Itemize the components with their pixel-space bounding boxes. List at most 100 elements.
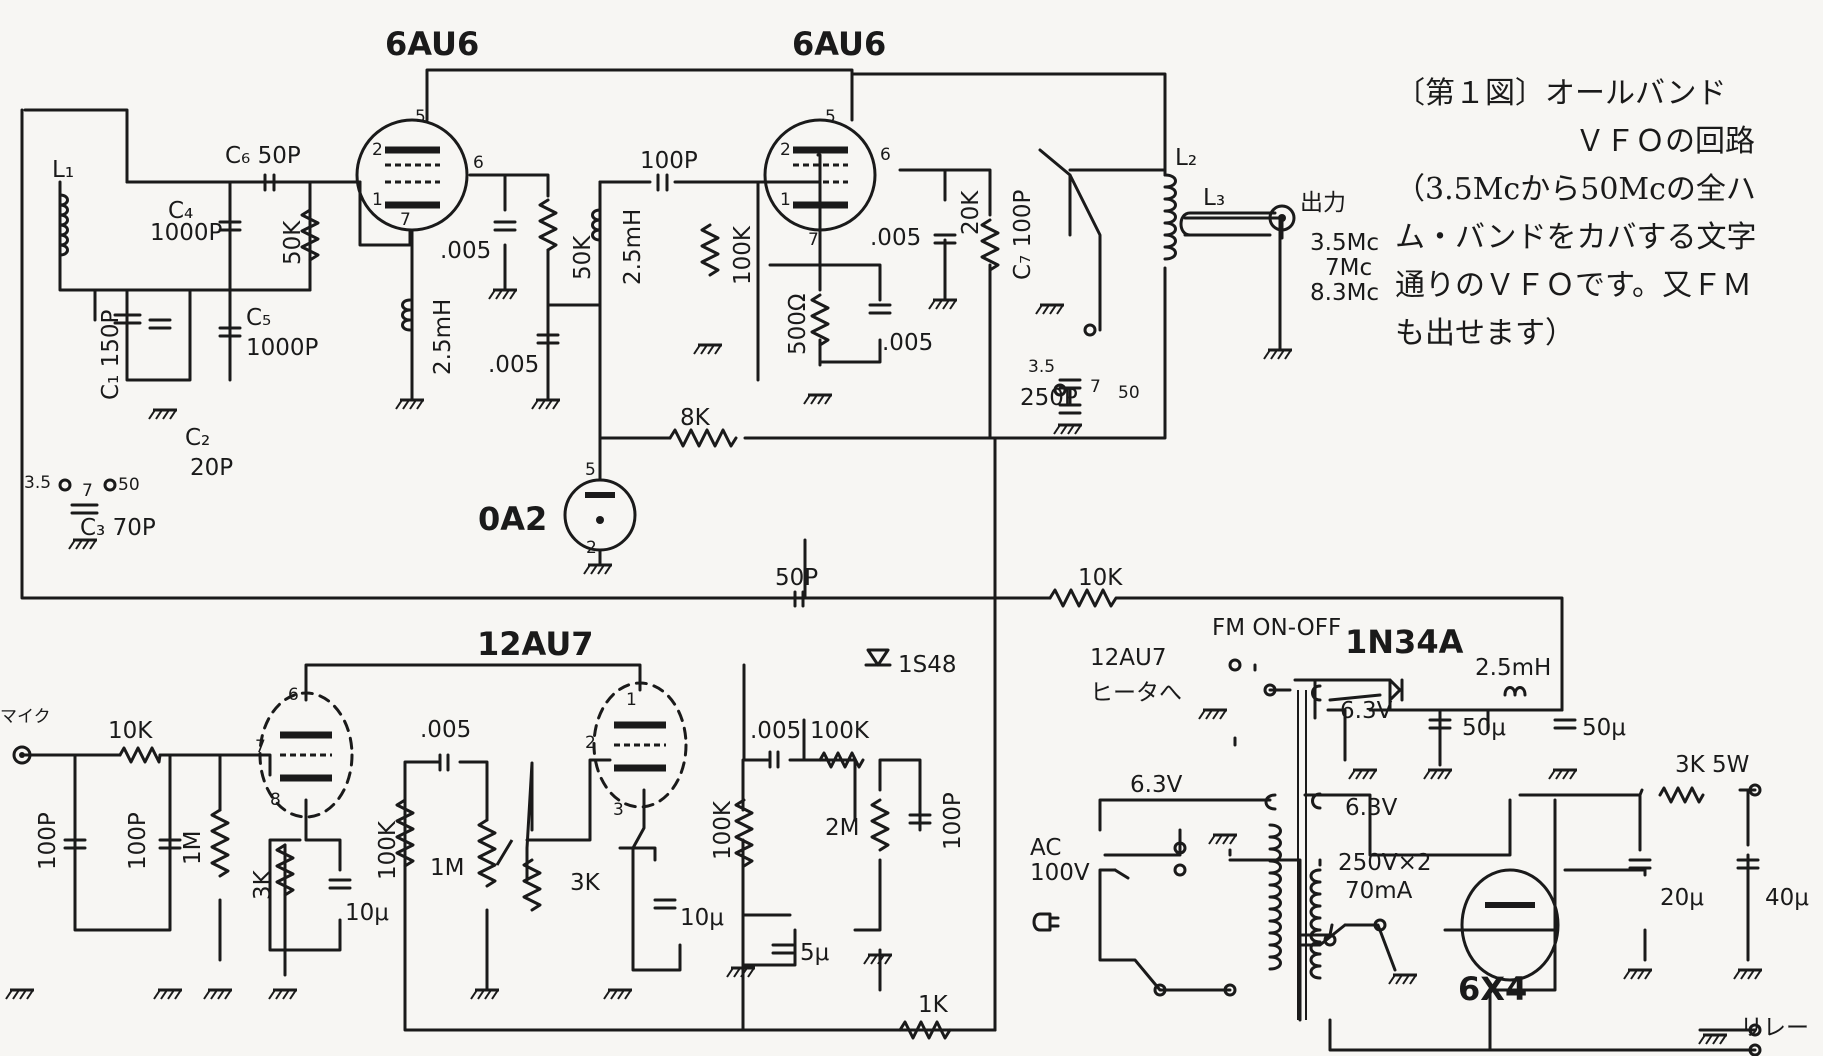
label-rfc2: 2.5mH [620,209,646,285]
label-r50k-a: 50K [280,220,306,265]
pin-label: 6 [473,153,484,173]
transformer [1264,684,1322,1020]
label-heat1: 12AU7 [1090,645,1166,671]
label-c100p: 100P [640,148,698,174]
rfc-chokes [401,208,1527,697]
label-rfc3: 2.5mH [1475,655,1551,681]
label-c5u: 5μ [800,940,830,966]
tube-v5 [1460,868,1560,982]
coil-l2-l3 [1163,173,1296,261]
label-c50u-a: 50μ [1462,715,1506,741]
label-c7: C₇ 100P [1010,190,1036,280]
label-c40u: 40μ [1765,885,1809,911]
caption-title: 〔第１図〕オールバンド [1395,76,1727,111]
label-c10u-b: 10μ [680,905,724,931]
label-c005-b: .005 [488,352,539,378]
label-sw2-50: 50 [1118,383,1140,403]
tube-v2 [763,118,877,232]
label-c6: C₆ 50P [225,143,301,169]
label-r2m: 2M [825,815,859,841]
label-r3k-a: 3K [250,869,276,900]
label-v63c: 6.3V [1345,795,1398,821]
label-r20k: 20K [958,190,984,235]
label-pot1m: 1M [430,855,464,881]
pin-label: 1 [626,690,637,710]
label-d1n34: 1N34A [1345,623,1464,661]
tube-label-v5: 6X4 [1458,970,1527,1008]
pin-label: 1 [372,190,383,210]
label-c3: C₃ 70P [80,515,156,541]
pin-label: 7 [400,210,411,230]
pin-label: 1 [780,190,791,210]
label-c10u-a: 10μ [345,900,389,926]
label-c1: C₁ 150P [98,310,124,400]
tube-label-v1: 6AU6 [385,25,479,63]
caption-line4: も出せます） [1395,316,1575,351]
label-r100k-b: 100K [375,820,401,880]
coil-l1 [58,193,69,257]
label-r50k-b: 50K [570,235,596,280]
label-c5b: 1000P [246,335,319,361]
resistors [118,198,1705,1040]
terminals [12,323,1762,1056]
label-hv1: 250V×2 [1338,850,1432,876]
label-c100p-a: 100P [35,812,61,870]
tube-labels: 6AU6 6AU6 0A2 12AU7 6X4 [385,25,1527,1008]
label-r100k-c: 100K [810,718,870,744]
label-sw2-35: 3.5 [1028,357,1055,377]
tube-label-v2: 6AU6 [792,25,886,63]
label-hv2: 70mA [1345,878,1413,904]
label-l3: L₃ [1203,185,1225,211]
pin-label: 5 [415,107,426,127]
label-f2: 7Mc [1325,255,1372,281]
tube-label-v4: 12AU7 [477,625,594,663]
label-c250: 250P [1020,385,1078,411]
pin-label: 2 [586,538,597,558]
label-relay: リレー [1740,1015,1809,1041]
label-r10k-a: 10K [1078,565,1123,591]
figure-caption: 〔第１図〕オールバンド ＶＦＯの回路 （3.5Mcから50Mcの全ハ ム・バンド… [1395,70,1815,358]
pin-label: 3 [613,800,624,820]
pin-numbers: 5 2 1 7 6 5 2 1 7 6 5 2 6 7 8 1 2 3 [255,107,891,820]
tube-label-v3: 0A2 [478,500,547,538]
label-c50p: 50P [775,565,818,591]
label-c005-d: .005 [870,225,921,251]
label-sw1-50: 50 [118,475,140,495]
pin-label: 2 [780,140,791,160]
label-r3k5w: 3K 5W [1675,752,1749,778]
label-ac2: 100V [1030,860,1090,886]
tube-v4b [592,681,688,809]
label-c100p-b: 100P [125,812,151,870]
label-fm: FM ON-OFF [1212,615,1341,641]
label-r1k: 1K [918,992,949,1018]
label-heat2: ヒータへ [1090,680,1182,706]
diodes [864,648,1404,702]
label-mic: マイク [0,707,51,727]
label-r1m-a: 1M [180,831,206,865]
label-c2a: C₂ [185,425,210,451]
pin-label: 6 [288,685,299,705]
component-labels: L₁ L₂ L₃ C₆ 50P C₄ 1000P C₅ 1000P 50K C₁… [0,143,1809,1041]
wires [20,68,1757,1052]
label-d1s48: 1S48 [898,652,957,678]
label-c4b: 1000P [150,220,223,246]
label-c2b: 20P [190,455,233,481]
label-sw1-7: 7 [82,481,93,501]
pin-label: 2 [372,140,383,160]
label-out: 出力 [1300,190,1346,216]
label-c100p-c: 100P [940,792,966,850]
label-l2: L₂ [1175,145,1197,171]
label-ac1: AC [1030,835,1061,861]
pin-label: 8 [270,790,281,810]
tube-v4a [258,691,354,819]
caption-line2: ム・バンドをカバする文字 [1395,220,1757,255]
label-c50u-b: 50μ [1582,715,1626,741]
pin-label: 2 [585,733,596,753]
label-c5a: C₅ [246,305,271,331]
label-r100k-d: 100K [710,800,736,860]
label-sw2-7: 7 [1090,377,1101,397]
tube-v3 [563,478,637,552]
label-r8k: 8K [680,405,711,431]
pin-label: 6 [880,145,891,165]
